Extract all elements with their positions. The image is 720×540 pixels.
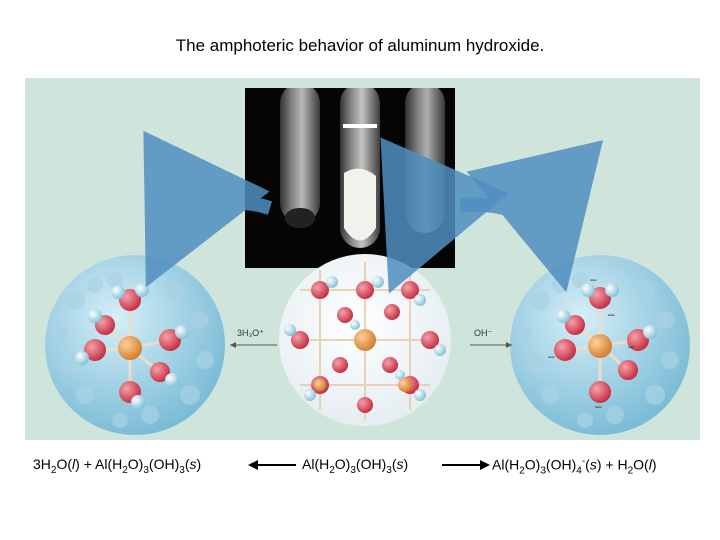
right-arrow-label: OH⁻	[474, 328, 493, 338]
equation-left: 3H2O(l) + Al(H2O)3(OH)3(s)	[33, 456, 202, 476]
test-tube-right	[405, 88, 445, 233]
left-arrow-label: 3H₃O⁺	[237, 328, 264, 338]
test-tube-middle	[340, 88, 380, 248]
figure-title: The amphoteric behavior of aluminum hydr…	[175, 36, 545, 55]
reaction-equation: 3H2O(l) + Al(H2O)3(OH)3(s) Al(H2O)3(OH)3…	[0, 456, 720, 480]
equation-right: Al(H2O)3(OH)4-(s) + H2O(l)	[492, 456, 657, 477]
equation-arrow-left	[248, 460, 296, 470]
test-tube-left	[280, 88, 320, 228]
equation-center: Al(H2O)3(OH)3(s)	[302, 456, 409, 476]
equation-arrow-right	[442, 460, 490, 470]
test-tubes-photo	[245, 88, 455, 268]
